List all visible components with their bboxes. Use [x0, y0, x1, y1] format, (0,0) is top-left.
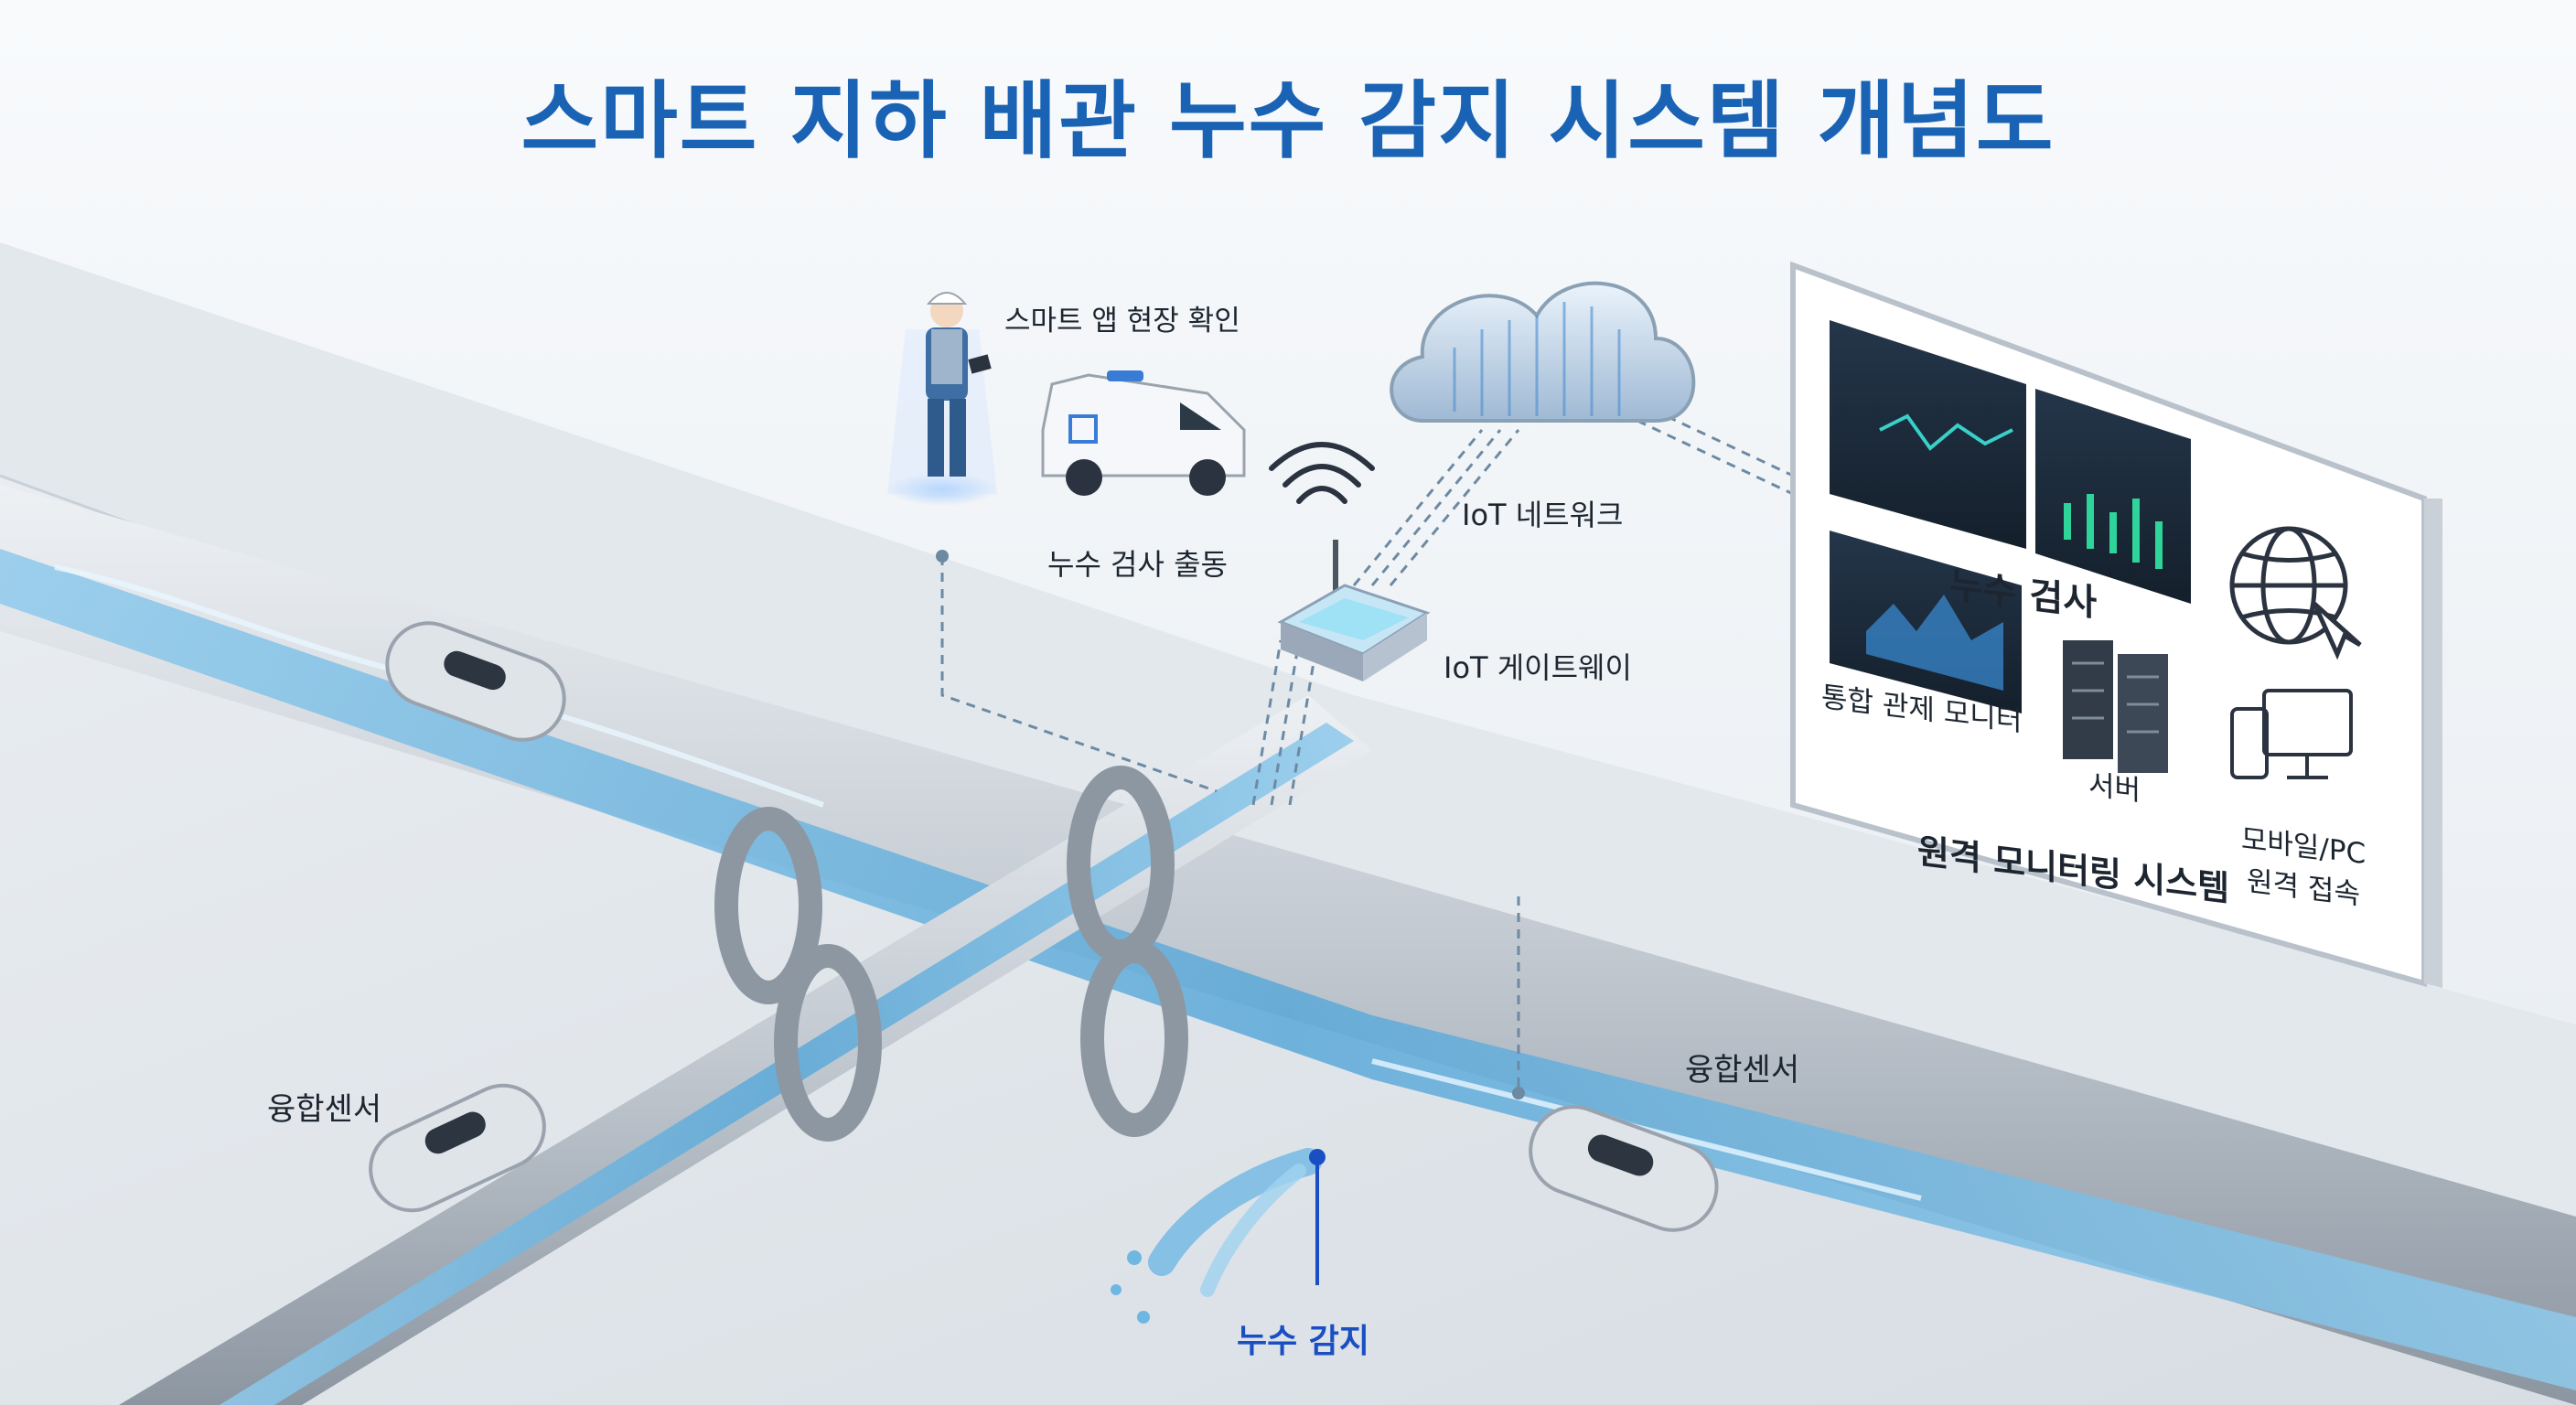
- label-field-check: 스마트 앱 현장 확인: [1004, 305, 1240, 338]
- dashboard-screen-1: [1830, 320, 2026, 549]
- label-iot-network: IoT 네트워크: [1462, 498, 1624, 532]
- cloud-icon: [1390, 281, 1696, 423]
- server-icon: [2063, 640, 2168, 773]
- label-sensor-left: 융합센서: [267, 1091, 382, 1128]
- wifi-icon: [1269, 442, 1375, 504]
- integrated-monitor-label: 통합 관제 모니터: [1821, 681, 2023, 738]
- remote-monitoring-title: 원격 모니터링 시스템: [1917, 830, 2230, 909]
- inspection-van: [1041, 370, 1246, 496]
- flow-node: [936, 550, 949, 563]
- leak-indicator-dot: [1309, 1149, 1326, 1165]
- dashboard-label: 누수 검사: [1949, 564, 2098, 626]
- iot-gateway-device: [1277, 540, 1431, 681]
- label-sensor-right: 융합센서: [1685, 1052, 1800, 1089]
- fusion-sensor-left: [369, 1083, 546, 1213]
- label-iot-gateway: IoT 게이트웨이: [1444, 650, 1632, 685]
- globe-icon: [2229, 526, 2362, 660]
- fusion-sensor-right: [1529, 1105, 1719, 1232]
- integrated-monitor-screen: [1830, 531, 2022, 713]
- label-leak-detect: 누수 감지: [1237, 1323, 1370, 1360]
- label-dispatch: 누수 검사 출동: [1047, 547, 1228, 582]
- leak-spray: [1111, 1148, 1322, 1324]
- worker-figure: [887, 292, 997, 506]
- pipe-couplings: [714, 766, 1188, 1142]
- page-title: 스마트 지하 배관 누수 감지 시스템 개념도: [521, 72, 2055, 170]
- fusion-sensor-top: [385, 621, 566, 742]
- flow-node: [1512, 1087, 1525, 1099]
- data-flow-lines: [940, 401, 1794, 1093]
- mobile-pc-label: 모바일/PC 원격 접속: [2235, 815, 2372, 914]
- mobile-pc-icon: [2230, 689, 2353, 779]
- dashboard-screen-2: [2035, 389, 2191, 604]
- monitoring-labels: 누수 검사 통합 관제 모니터 서버 모바일/PC 원격 접속 원격 모니터링 …: [1791, 262, 2422, 1053]
- server-label: 서버: [2088, 767, 2141, 808]
